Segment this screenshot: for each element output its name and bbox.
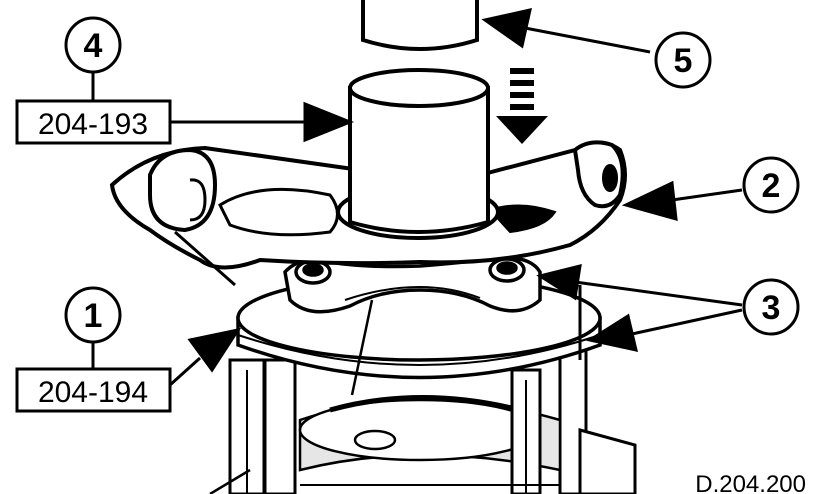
arrowhead-2 — [621, 180, 678, 222]
callout-3: 3 — [742, 278, 800, 336]
callout-2: 2 — [742, 156, 800, 214]
arrowhead-3a — [536, 263, 582, 301]
callout-1: 1 — [64, 286, 122, 368]
force-arrow-icon — [496, 68, 548, 144]
arrowhead-3b — [586, 313, 639, 352]
leader-5 — [524, 26, 651, 54]
tool-label-upper: 204-193 — [15, 99, 172, 145]
callout-5: 5 — [654, 31, 712, 89]
callout-1-label: 1 — [84, 297, 103, 335]
tool-label-lower-text: 204-194 — [38, 376, 148, 409]
callout-5-label: 5 — [674, 42, 693, 80]
callout-3-label: 3 — [762, 289, 781, 327]
leader-2 — [671, 188, 743, 202]
tool-label-upper-text: 204-193 — [38, 108, 148, 141]
leader-3a — [574, 280, 743, 307]
arrowhead-1 — [187, 327, 242, 373]
figure-reference: D.204.200 — [695, 471, 806, 494]
callout-4-label: 4 — [84, 27, 103, 65]
leader-1 — [168, 356, 202, 387]
arrowhead-4 — [303, 101, 355, 143]
bolt-bracket — [283, 255, 542, 314]
leader-arrows — [168, 8, 743, 387]
callout-4: 4 — [64, 16, 122, 100]
press-pin — [348, 68, 490, 234]
arrowhead-5 — [481, 8, 532, 49]
leader-3b — [631, 308, 743, 336]
callout-2-label: 2 — [762, 167, 781, 205]
press-stand — [209, 348, 637, 494]
tool-label-lower: 204-194 — [15, 367, 172, 413]
press-ram — [361, 0, 479, 51]
figure-reference-text: D.204.200 — [695, 471, 806, 494]
